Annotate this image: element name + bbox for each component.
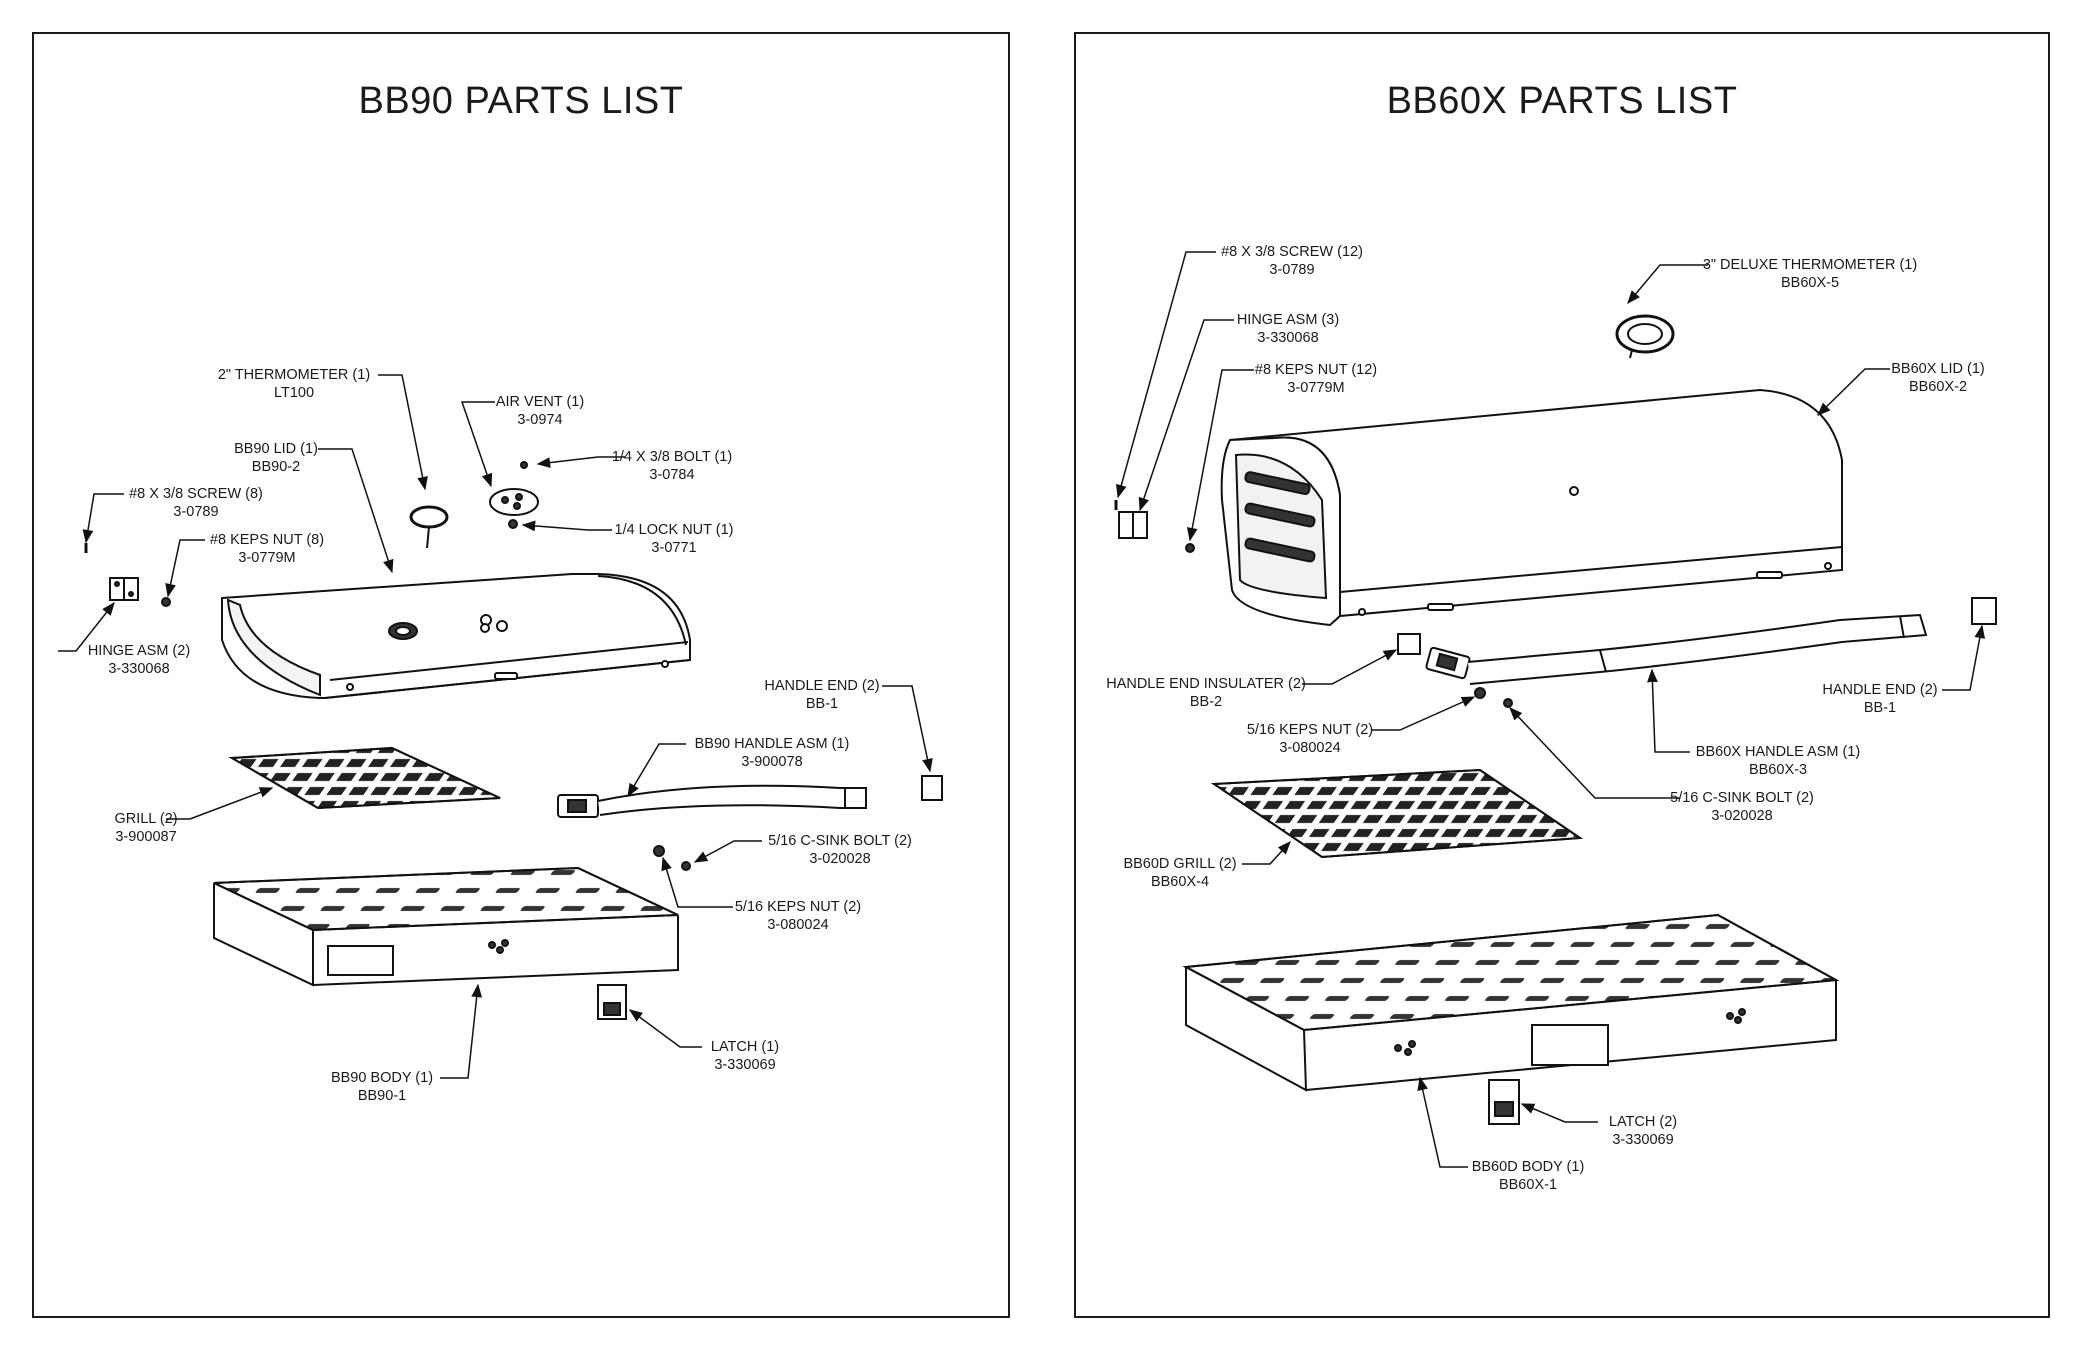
bb90-page-title: BB90 PARTS LIST — [358, 80, 684, 122]
bb60x-part-label: BB60D GRILL (2)BB60X-4 — [1123, 856, 1237, 890]
bb90-part-label: GRILL (2)3-900087 — [114, 811, 178, 845]
bb90-part-label: 5/16 C-SINK BOLT (2)3-020028 — [768, 833, 912, 867]
bb60x-grill-drawing — [1210, 768, 1583, 859]
bb90-part-label: 2" THERMOMETER (1)LT100 — [217, 367, 371, 401]
bb90-part-label: 1/4 LOCK NUT (1)3-0771 — [614, 522, 734, 556]
bb90-part-label: #8 KEPS NUT (8)3-0779M — [209, 532, 325, 566]
bb90-handle-drawing — [557, 775, 943, 818]
bb60x-part-label: HANDLE END (2)BB-1 — [1822, 682, 1938, 716]
bb60x-handle-drawing — [1425, 613, 1928, 685]
bb60x-part-label: #8 X 3/8 SCREW (12)3-0789 — [1221, 244, 1363, 278]
bb90-hinge-drawing — [109, 577, 139, 601]
bb90-air-vent-drawing — [489, 488, 539, 516]
bb90-part-label: 1/4 X 3/8 BOLT (1)3-0784 — [611, 449, 733, 483]
bb90-part-label: BB90 LID (1)BB90-2 — [234, 441, 318, 475]
bb60x-part-label: LATCH (2)3-330069 — [1608, 1114, 1678, 1148]
bb90-part-label: #8 X 3/8 SCREW (8)3-0789 — [129, 486, 263, 520]
bb60x-page-title: BB60X PARTS LIST — [1386, 80, 1738, 122]
bb90-thermometer-drawing — [409, 505, 449, 549]
bb60x-latch-drawing — [1488, 1079, 1520, 1125]
bb60x-insulater-drawing — [1397, 633, 1421, 655]
bb60x-part-label: 3" DELUXE THERMOMETER (1)BB60X-5 — [1702, 257, 1918, 291]
bb90-part-label: HANDLE END (2)BB-1 — [764, 678, 880, 712]
bb60x-body-drawing — [1182, 913, 1840, 1092]
bb60x-part-label: BB60D BODY (1)BB60X-1 — [1471, 1159, 1585, 1193]
bb60x-part-label: HANDLE END INSULATER (2)BB-2 — [1106, 676, 1306, 710]
bb60x-part-label: BB60X LID (1)BB60X-2 — [1891, 361, 1985, 395]
bb90-latch-drawing — [597, 984, 627, 1020]
bb90-lid-drawing — [221, 573, 691, 699]
bb60x-handle-end-drawing — [1971, 597, 1997, 625]
bb60x-part-label: #8 KEPS NUT (12)3-0779M — [1254, 362, 1378, 396]
bb60x-part-label: 5/16 C-SINK BOLT (2)3-020028 — [1670, 790, 1814, 824]
bb90-part-label: AIR VENT (1)3-0974 — [495, 394, 585, 428]
bb90-part-label: BB90 BODY (1)BB90-1 — [330, 1070, 434, 1104]
bb60x-part-label: BB60X HANDLE ASM (1)BB60X-3 — [1695, 744, 1861, 778]
bb90-body-drawing — [213, 866, 679, 987]
bb60x-lid-drawing — [1220, 388, 1843, 627]
bb90-part-label: HINGE ASM (2)3-330068 — [87, 643, 191, 677]
bb90-part-label: BB90 HANDLE ASM (1)3-900078 — [694, 736, 850, 770]
bb90-part-label: 5/16 KEPS NUT (2)3-080024 — [734, 899, 862, 933]
bb60x-part-label: HINGE ASM (3)3-330068 — [1236, 312, 1340, 346]
bb90-part-label: LATCH (1)3-330069 — [710, 1039, 780, 1073]
bb60x-thermometer-drawing — [1615, 314, 1675, 359]
bb90-grill-drawing — [228, 746, 501, 810]
bb60x-part-label: 5/16 KEPS NUT (2)3-080024 — [1246, 722, 1374, 756]
